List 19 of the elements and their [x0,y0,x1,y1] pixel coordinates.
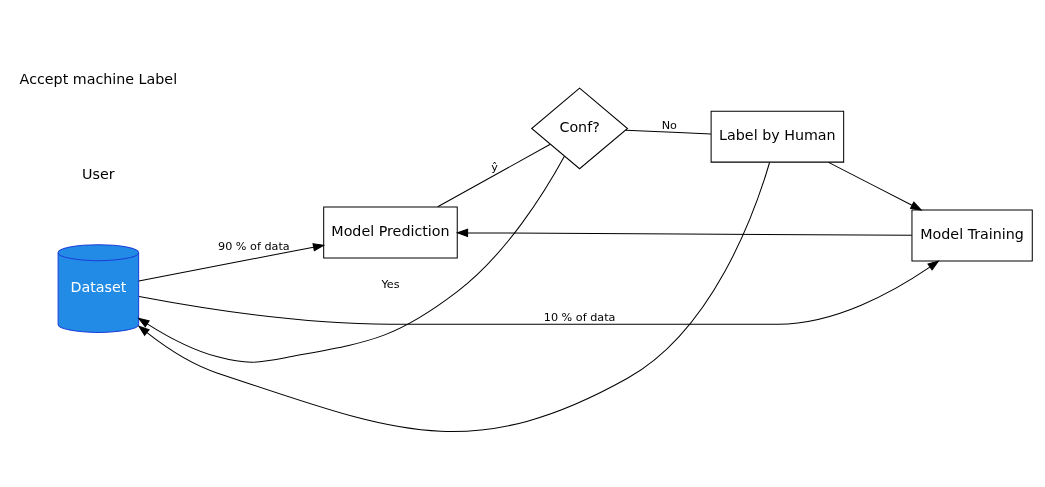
label: Accept machine Label [19,71,178,88]
edge-label: 90 % of data [218,239,290,253]
node-diamond: Conf? [530,87,629,170]
edge-label: No [661,119,677,133]
edge-label: Yes [381,278,400,292]
arrow [137,155,565,363]
node-box: Model Training [911,209,1033,262]
arrow [138,243,326,282]
arrow [138,260,940,325]
arrow [137,162,771,432]
edge-label: 10 % of data [543,310,616,324]
edge-label: ŷ [491,161,498,175]
node-box: Model Prediction [323,206,458,259]
node-box: Label by Human [710,110,845,163]
label: User [82,166,115,183]
connector [437,143,551,208]
connector [625,129,712,135]
arrow [828,161,923,211]
arrow [455,228,913,238]
